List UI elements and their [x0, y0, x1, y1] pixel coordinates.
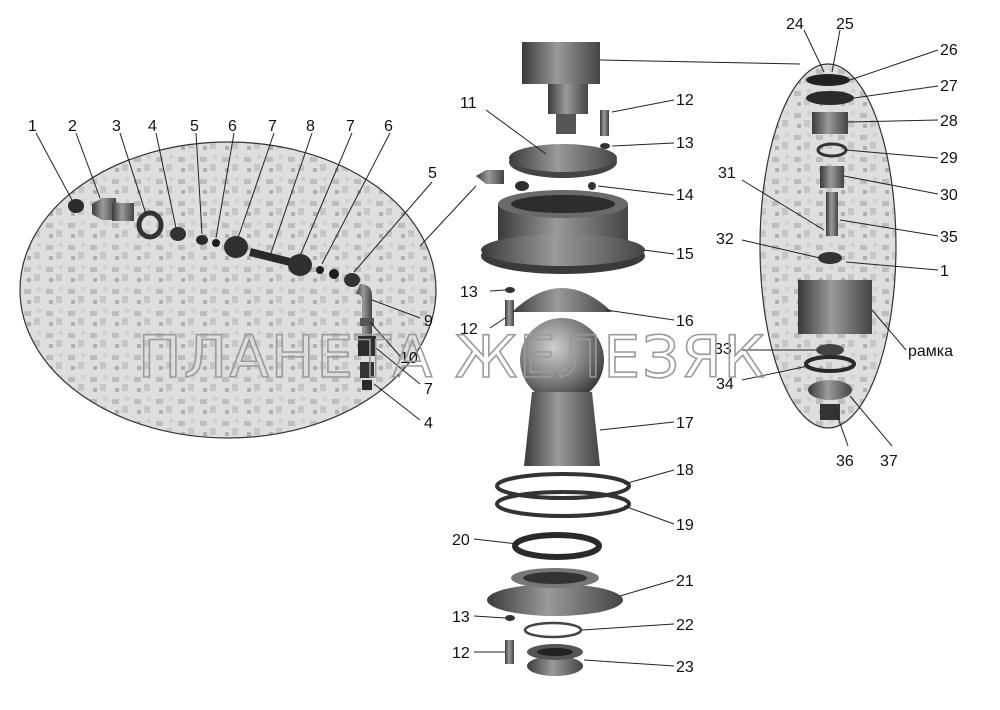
callout-label: 12 [676, 92, 694, 109]
right-callouts: 24 25 26 27 28 29 30 31 35 32 1 33 34 36… [714, 16, 958, 470]
callout-label: 19 [676, 517, 694, 534]
callout-label: 8 [306, 118, 315, 135]
callout-label: 6 [384, 118, 393, 135]
callout-label: 28 [940, 113, 958, 130]
callout-label: 18 [676, 462, 694, 479]
callout-label: 22 [676, 617, 694, 634]
callout-label: 17 [676, 415, 694, 432]
callout-label: 4 [424, 415, 433, 432]
callout-label: 2 [68, 118, 77, 135]
callout-label: 5 [190, 118, 199, 135]
callout-label: 11 [460, 95, 477, 112]
callout-label: 12 [452, 645, 470, 662]
callout-label: 21 [676, 573, 694, 590]
callout-label: 4 [148, 118, 157, 135]
callout-label: 7 [268, 118, 277, 135]
callout-label: 13 [676, 135, 694, 152]
callout-label: 7 [424, 381, 433, 398]
right-detail-ellipse [759, 63, 897, 429]
callout-label: 24 [786, 16, 804, 33]
callout-label: 3 [112, 118, 121, 135]
callout-label: 12 [460, 321, 478, 338]
callout-label: 34 [716, 376, 734, 393]
callout-label: 9 [424, 313, 433, 330]
callout-label: 14 [676, 187, 694, 204]
frame-label: рамка [908, 343, 953, 360]
callout-label: 23 [676, 659, 694, 676]
left-detail-ellipse [19, 141, 437, 439]
callout-label: 26 [940, 42, 958, 59]
callout-label: 30 [940, 187, 958, 204]
right-parts-column [798, 74, 872, 420]
callout-label: 29 [940, 150, 958, 167]
left-parts-chain [68, 198, 376, 390]
watermark-text: ПЛАНЕТА ЖЕЛЕЗЯК [138, 323, 767, 391]
callout-label: 27 [940, 78, 958, 95]
leader-lines [35, 29, 939, 667]
central-parts-stack [476, 42, 645, 676]
callout-label: 20 [452, 532, 470, 549]
callout-label: 1 [940, 263, 949, 280]
callout-label: 25 [836, 16, 854, 33]
callout-label: 6 [228, 118, 237, 135]
callout-label: 32 [716, 231, 734, 248]
callout-label: 36 [836, 453, 854, 470]
callout-label: 15 [676, 246, 694, 263]
callout-label: 5 [428, 165, 437, 182]
callout-label: 16 [676, 313, 694, 330]
callout-label: 10 [400, 350, 418, 367]
callout-label: 7 [346, 118, 355, 135]
callout-label: 13 [460, 284, 478, 301]
callout-label: 35 [940, 229, 958, 246]
left-callouts: 1 2 3 4 5 6 7 8 7 6 5 9 10 7 4 [28, 118, 437, 432]
center-callouts: 11 12 13 14 15 13 12 16 17 18 19 20 21 1… [452, 92, 694, 676]
callout-label: 13 [452, 609, 470, 626]
callout-label: 37 [880, 453, 898, 470]
callout-label: 1 [28, 118, 37, 135]
callout-label: 33 [714, 341, 732, 358]
callout-label: 31 [718, 165, 736, 182]
